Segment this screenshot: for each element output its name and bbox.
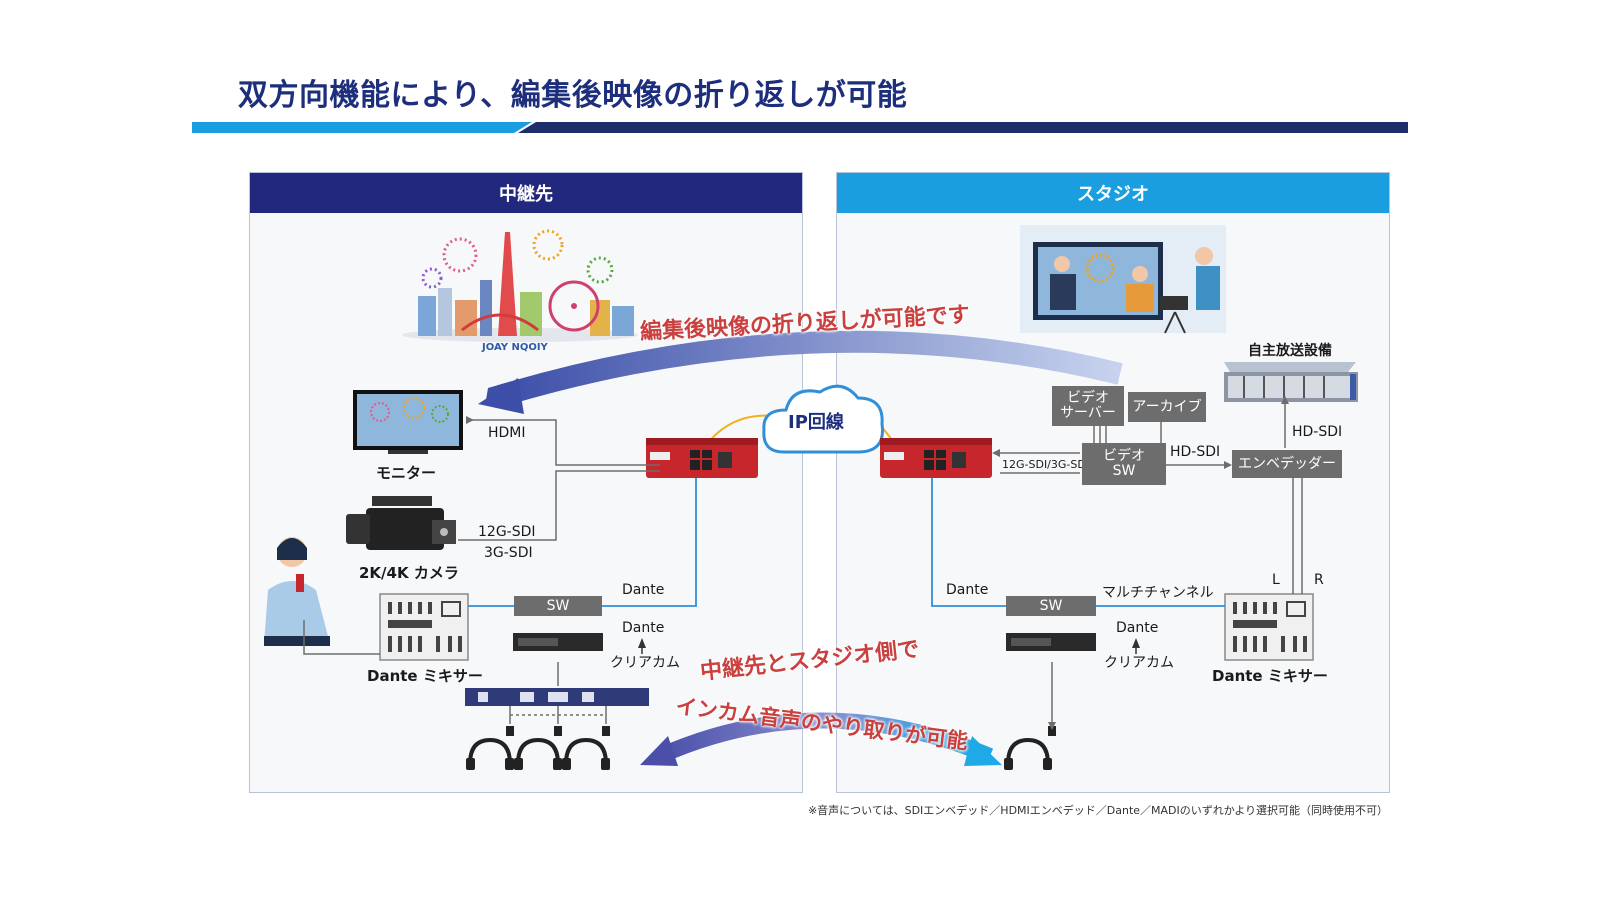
headset-icons (468, 737, 1050, 765)
right-dante-mid-label: Dante (1116, 620, 1159, 636)
right-dante-label: Dante (946, 582, 989, 598)
city-caption: JOAY NQOIY (482, 342, 548, 353)
broadcast-rack-icon (1224, 362, 1358, 402)
relay-site-panel: 中継先 (249, 172, 803, 793)
embedder-box: エンベデッダー (1232, 450, 1342, 478)
beltpack-rack-icon (465, 688, 649, 706)
left-clearcom-label: クリアカム (610, 655, 680, 671)
camera-icon (346, 496, 456, 550)
relay-site-header: 中継先 (250, 173, 802, 213)
broadcast-label: 自主放送設備 (1248, 343, 1332, 359)
page-title: 双方向機能により、編集後映像の折り返しが可能 (238, 78, 908, 113)
right-sw-box: SW (1006, 596, 1096, 616)
left-sw-box: SW (514, 596, 602, 616)
ip-cloud-label: IP回線 (788, 412, 844, 433)
camera-label: 2K/4K カメラ (359, 564, 459, 582)
monitor-label: モニター (376, 464, 437, 482)
audio-r-label: R (1314, 572, 1324, 588)
right-intercom-unit-icon (1006, 633, 1096, 651)
footnote: ※音声については、SDIエンベデッド／HDMIエンベデッド／Dante／MADI… (807, 804, 1388, 817)
right-dante-mixer-icon (1224, 593, 1314, 661)
studio-header: スタジオ (837, 173, 1389, 213)
right-hd-sdi-vertical-label: HD-SDI (1292, 424, 1343, 440)
left-mixer-label: Dante ミキサー (367, 667, 483, 685)
sdi-mix-label: 12G-SDI/3G-SDI (1002, 458, 1090, 471)
hdmi-label: HDMI (488, 425, 526, 441)
left-dante-mixer-icon (379, 593, 469, 661)
left-intercom-unit-icon (513, 633, 603, 651)
right-mixer-label: Dante ミキサー (1212, 667, 1328, 685)
right-clearcom-label: クリアカム (1104, 655, 1174, 671)
sdi-label-12g: 12G-SDI (478, 524, 536, 540)
right-hd-sdi-horizontal-label: HD-SDI (1170, 444, 1221, 460)
reporter-icon (264, 537, 330, 646)
studio-illustration (1020, 225, 1226, 334)
left-dante-label: Dante (622, 582, 665, 598)
multichannel-label: マルチチャンネル (1102, 585, 1214, 601)
audio-l-label: L (1272, 572, 1280, 588)
city-fireworks-illustration (402, 229, 638, 342)
video-sw-box: ビデオ SW (1082, 443, 1166, 485)
left-dante-mid-label: Dante (622, 620, 665, 636)
archive-box: アーカイブ (1128, 392, 1206, 422)
left-ip-encoder-device (646, 438, 758, 478)
sdi-label-3g: 3G-SDI (484, 545, 533, 561)
right-ip-decoder-device (880, 438, 992, 478)
video-server-box: ビデオ サーバー (1052, 386, 1124, 426)
ip-cloud-icon (762, 384, 884, 454)
monitor-icon (353, 390, 463, 454)
title-underline (192, 122, 1408, 133)
